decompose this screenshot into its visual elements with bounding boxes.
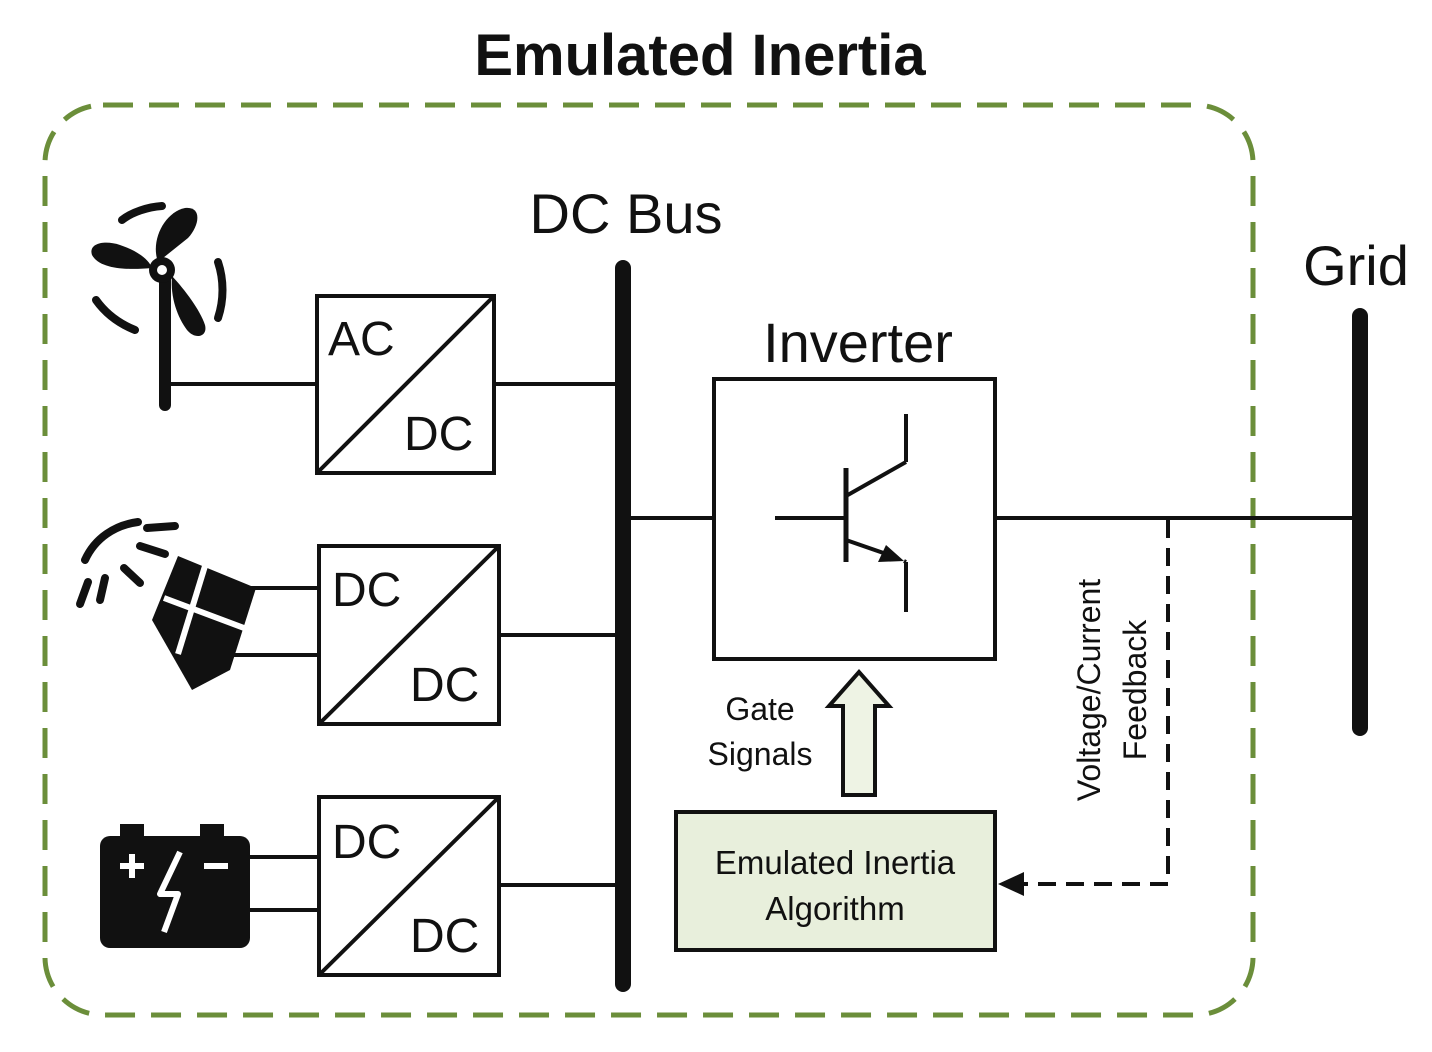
- converter-1-top-label: AC: [328, 313, 395, 366]
- battery-icon: [100, 824, 250, 948]
- algorithm-label-line1: Emulated Inertia: [715, 844, 956, 881]
- converter-3-top-label: DC: [332, 816, 401, 869]
- gate-signals-label-line2: Signals: [708, 736, 813, 772]
- solar-panel-icon: [76, 518, 256, 690]
- feedback-arrowhead: [998, 872, 1024, 896]
- dc-dc-converter-solar: DC DC: [317, 544, 501, 726]
- gate-signals-label-line1: Gate: [725, 691, 794, 727]
- converter-3-bottom-label: DC: [410, 910, 479, 963]
- inverter-label: Inverter: [763, 311, 953, 374]
- converter-2-top-label: DC: [332, 564, 401, 617]
- gate-signals-arrow: [824, 668, 894, 797]
- transistor-icon: [775, 414, 908, 612]
- algorithm-label-line2: Algorithm: [765, 890, 904, 927]
- diagram-title: Emulated Inertia: [474, 23, 926, 88]
- feedback-label-line2: Feedback: [1117, 619, 1153, 761]
- converter-2-bottom-label: DC: [410, 659, 479, 712]
- grid-label: Grid: [1303, 234, 1409, 297]
- converter-1-bottom-label: DC: [404, 408, 473, 461]
- inverter-box: [712, 377, 997, 661]
- dc-dc-converter-battery: DC DC: [317, 795, 501, 977]
- emulated-inertia-algorithm-box: [674, 810, 997, 952]
- wind-turbine-icon: [91, 202, 227, 411]
- feedback-path: [1022, 520, 1170, 886]
- emulated-inertia-boundary: [42, 102, 1256, 1018]
- dc-bus-label: DC Bus: [530, 182, 723, 245]
- ac-dc-converter: AC DC: [315, 294, 496, 475]
- feedback-label-line1: Voltage/Current: [1071, 579, 1107, 801]
